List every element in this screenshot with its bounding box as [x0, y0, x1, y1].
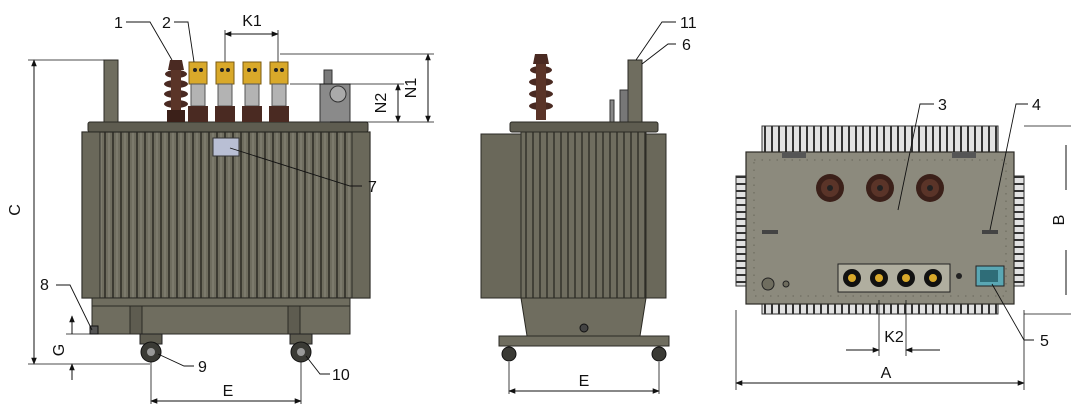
dim-label-e-side: E — [579, 373, 590, 390]
front-nameplate — [212, 137, 240, 157]
dim-label-k1: K1 — [242, 13, 262, 30]
front-lv-bushing-4 — [269, 61, 289, 122]
front-tank-left-side — [81, 131, 101, 299]
callout-1: 1 — [114, 15, 123, 32]
front-conservator-pipe — [103, 59, 119, 129]
callout-3: 3 — [938, 97, 947, 114]
dim-label-a: A — [881, 365, 892, 382]
front-tank-right-side — [351, 131, 371, 299]
side-tank — [520, 131, 647, 299]
callout-4: 4 — [1032, 97, 1041, 114]
dim-label-b: B — [1051, 215, 1068, 226]
dim-label-k2: K2 — [884, 329, 904, 346]
front-wheel-left — [139, 333, 163, 363]
top-relay-box — [975, 265, 1005, 287]
callout-8: 8 — [40, 277, 49, 294]
callout-7: 7 — [368, 179, 377, 196]
side-wheel-left — [501, 346, 517, 362]
dim-label-c: C — [7, 204, 24, 216]
side-radiator-left — [480, 133, 522, 299]
side-lid — [509, 121, 659, 133]
front-tap-changer — [319, 69, 351, 123]
side-hv-bushing — [529, 54, 553, 120]
callout-2: 2 — [162, 15, 171, 32]
top-radiator-upper — [761, 125, 999, 155]
side-view: E 11 6 — [480, 15, 697, 394]
front-tank — [81, 131, 371, 299]
dim-label-e-front: E — [223, 383, 234, 400]
callout-10: 10 — [332, 367, 350, 384]
callout-6: 6 — [682, 37, 691, 54]
dim-label-g: G — [51, 344, 68, 356]
callout-9: 9 — [198, 359, 207, 376]
dim-label-n1: N1 — [403, 78, 420, 99]
side-conservator-pipe — [627, 59, 643, 125]
callout-5: 5 — [1040, 333, 1049, 350]
callout-11: 11 — [680, 15, 697, 32]
dim-label-n2: N2 — [373, 93, 390, 114]
front-lid — [87, 121, 369, 133]
front-view: C G E K1 N1 N2 1 2 7 8 9 1 — [7, 13, 434, 404]
side-wheel-right — [651, 346, 667, 362]
front-lv-bushing-2 — [215, 61, 235, 122]
top-valve — [761, 277, 775, 291]
front-hv-bushing — [164, 60, 188, 122]
side-radiator-right — [645, 133, 667, 299]
top-view: A K2 B 3 4 5 — [735, 97, 1071, 390]
top-lv-bushings — [837, 263, 951, 293]
front-lv-bushing-1 — [188, 61, 208, 122]
top-hv-bushings — [816, 174, 944, 202]
front-lv-bushing-3 — [242, 61, 262, 122]
front-wheel-right — [289, 333, 313, 363]
front-earthing-terminal — [89, 325, 99, 335]
